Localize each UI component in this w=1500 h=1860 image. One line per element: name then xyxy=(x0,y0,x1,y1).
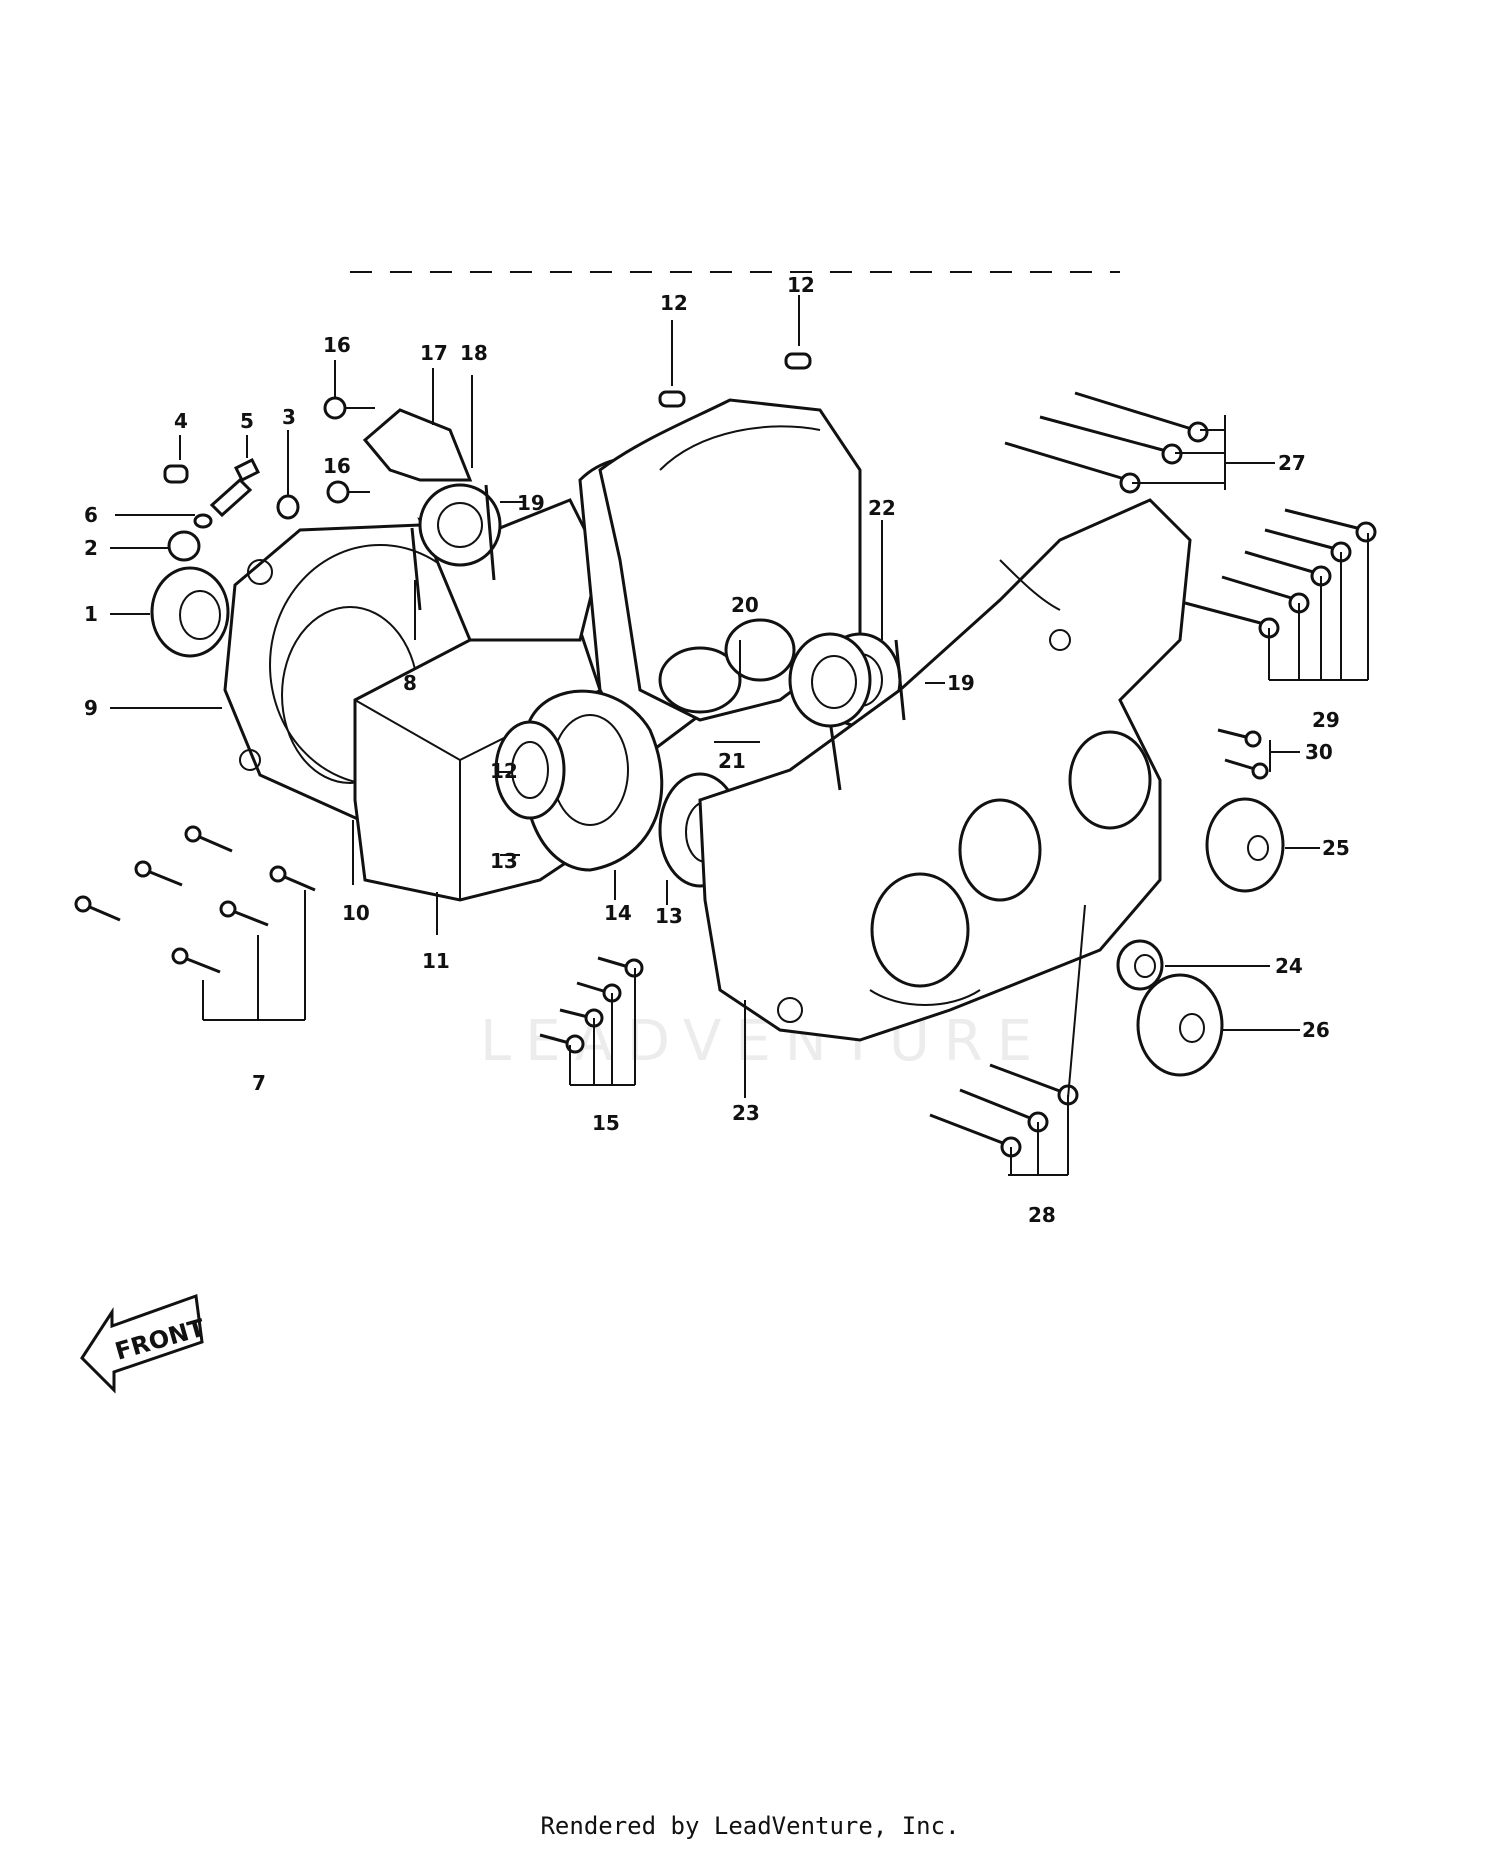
long-bolt xyxy=(1004,391,1209,494)
callout-21: 21 xyxy=(718,749,746,773)
callout-16a: 16 xyxy=(323,333,351,357)
callout-28: 28 xyxy=(1028,1203,1056,1227)
callout-12b: 12 xyxy=(787,273,815,297)
cover-bolt-set xyxy=(74,825,316,974)
callout-23: 23 xyxy=(732,1101,760,1125)
oil-seal xyxy=(150,566,230,658)
callout-16b: 16 xyxy=(323,454,351,478)
callout-25: 25 xyxy=(1322,836,1350,860)
stud xyxy=(484,484,496,581)
callout-6: 6 xyxy=(84,503,98,527)
callout-13a: 13 xyxy=(490,849,518,873)
callout-26: 26 xyxy=(1302,1018,1330,1042)
bolt-set-lower xyxy=(929,1063,1079,1158)
dowel-pin xyxy=(658,390,686,408)
bolt-set xyxy=(1184,508,1377,639)
callout-17: 17 xyxy=(420,341,448,365)
callout-24: 24 xyxy=(1275,954,1303,978)
callout-12c: 12 xyxy=(490,759,518,783)
breather-bracket xyxy=(362,408,473,482)
crankcase-gasket xyxy=(522,689,664,872)
washer xyxy=(167,530,201,562)
dowel-pin xyxy=(163,464,189,484)
callout-29: 29 xyxy=(1312,708,1340,732)
stud xyxy=(828,719,842,791)
crankcase-bolt-set xyxy=(539,956,644,1054)
callout-2: 2 xyxy=(84,536,98,560)
main-bearing xyxy=(494,720,566,820)
callout-8: 8 xyxy=(403,671,417,695)
callout-19a: 19 xyxy=(517,491,545,515)
callout-19b: 19 xyxy=(947,671,975,695)
o-ring xyxy=(276,494,300,520)
callout-15: 15 xyxy=(592,1111,620,1135)
bolt xyxy=(323,396,375,420)
seal-large xyxy=(1136,973,1224,1077)
callout-11: 11 xyxy=(422,949,450,973)
right-crankcase-half xyxy=(698,498,1192,1042)
dowel-pin xyxy=(784,352,812,370)
callout-10: 10 xyxy=(342,901,370,925)
callout-9: 9 xyxy=(84,696,98,720)
callout-22: 22 xyxy=(868,496,896,520)
footer-credit: Rendered by LeadVenture, Inc. xyxy=(540,1812,960,1840)
gasket xyxy=(193,513,213,529)
callout-1: 1 xyxy=(84,602,98,626)
stud xyxy=(894,639,906,721)
callout-14: 14 xyxy=(604,901,632,925)
seal-medium xyxy=(1205,797,1285,893)
callout-12a: 12 xyxy=(660,291,688,315)
stud xyxy=(410,527,422,611)
callout-4: 4 xyxy=(174,409,188,433)
callout-27: 27 xyxy=(1278,451,1306,475)
transmission-bearing xyxy=(788,632,872,728)
bolt xyxy=(326,480,370,504)
callout-5: 5 xyxy=(240,409,254,433)
callout-20: 20 xyxy=(731,593,759,617)
callout-3: 3 xyxy=(282,405,296,429)
callout-18: 18 xyxy=(460,341,488,365)
seal-small xyxy=(1116,939,1164,991)
short-bolt xyxy=(1217,728,1269,780)
callout-7: 7 xyxy=(252,1071,266,1095)
callout-30: 30 xyxy=(1305,740,1333,764)
front-arrow-icon: FRONT xyxy=(80,1293,208,1394)
callout-labels: 1 2 3 4 5 6 7 8 9 10 11 12 12 12 13 13 1… xyxy=(84,273,1350,1227)
leader-lines xyxy=(110,295,1369,1176)
drain-plug xyxy=(209,457,261,518)
callout-13b: 13 xyxy=(655,904,683,928)
